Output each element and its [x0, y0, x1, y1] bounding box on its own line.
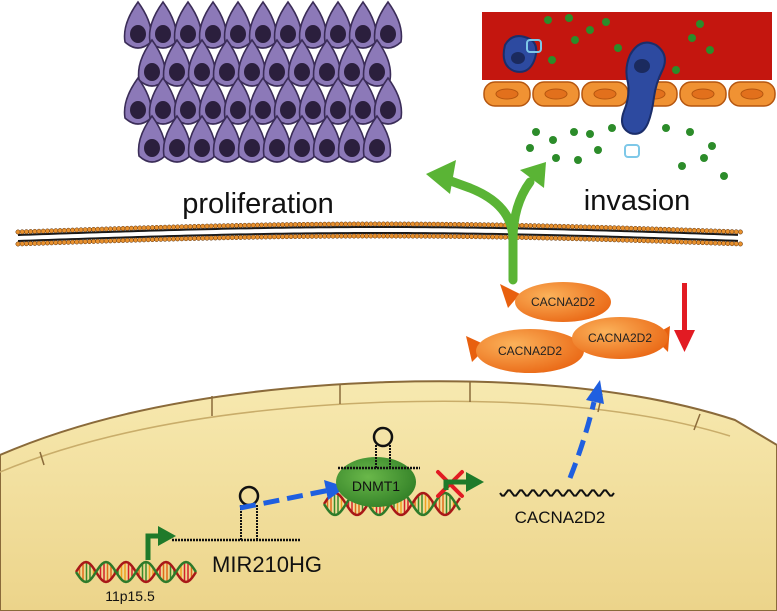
cacna2d2-protein-2: CACNA2D2 — [466, 329, 584, 373]
locus-label: 11p15.5 — [105, 588, 155, 604]
cacna2d2-protein-1: CACNA2D2 — [500, 282, 611, 322]
dnmt1-complex: DNMT1 — [336, 426, 420, 507]
svg-text:CACNA2D2: CACNA2D2 — [498, 344, 562, 358]
mir210hg-label: MIR210HG — [212, 552, 322, 577]
green-arrowhead-right — [520, 162, 546, 188]
proliferating-tumor-cells — [123, 0, 403, 163]
green-particles — [526, 14, 728, 180]
blue-dashed-arrow-1 — [239, 487, 331, 511]
proliferation-label: proliferation — [182, 188, 334, 220]
blocked-promoter-arrow — [443, 472, 484, 492]
cacna2d2-mrna-label: CACNA2D2 — [515, 508, 606, 527]
blue-dashed-arrow-2 — [567, 401, 597, 479]
promoter-arrow-icon — [145, 526, 176, 560]
invading-tumor-cell — [621, 41, 666, 135]
plasma-membrane — [15, 221, 743, 247]
blood-vessel-panel — [482, 12, 776, 180]
dnmt1-label: DNMT1 — [352, 478, 400, 494]
cacna2d2-protein-cluster: CACNA2D2 CACNA2D2 CACNA2D2 — [466, 282, 670, 373]
invasion-label: invasion — [584, 185, 690, 217]
cacna2d2-mrna — [499, 489, 615, 497]
green-arrowhead-left — [426, 160, 456, 194]
cacna2d2-protein-3: CACNA2D2 — [572, 317, 670, 359]
down-arrow-icon — [674, 283, 695, 352]
svg-text:CACNA2D2: CACNA2D2 — [588, 331, 652, 345]
green-branch-arrow — [426, 160, 546, 285]
mir210hg-rna — [172, 485, 300, 542]
svg-text:CACNA2D2: CACNA2D2 — [531, 295, 595, 309]
